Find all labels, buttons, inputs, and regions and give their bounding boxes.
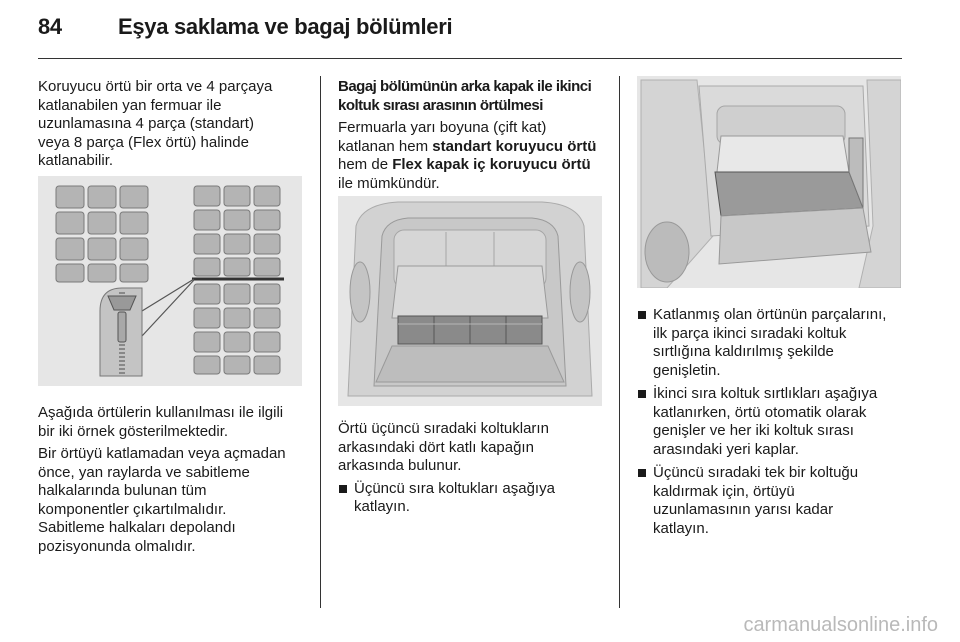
fold-cover-illustration — [38, 176, 302, 386]
example-paragraph: Aşağıda örtülerin kullanılması ile ilgil… — [38, 404, 284, 440]
page-title: Eşya saklama ve bagaj bölümleri — [118, 14, 453, 39]
page-number: 84 — [38, 14, 62, 39]
list-item: Üçüncü sıradaki tek bir koltuğu kaldırma… — [637, 464, 905, 538]
section-heading: Bagaj bölümünün arka kapak ile ikinci ko… — [338, 78, 592, 114]
column-1: Koruyucu örtü bir orta ve 4 parçaya katl… — [38, 78, 308, 175]
step-list-1: Üçüncü sıra koltukları aşağıya katlayın. — [338, 480, 608, 517]
location-paragraph: Örtü üçüncü sıradaki koltukların arkasın… — [338, 420, 549, 474]
trunk-cover-illustration — [637, 76, 901, 288]
intro-paragraph: Koruyucu örtü bir orta ve 4 parçaya katl… — [38, 78, 273, 169]
column-3: Katlanmış olan örtünün parçalarını, ilk … — [637, 306, 905, 543]
column-2: Bagaj bölümünün arka kapak ile ikinci ko… — [338, 78, 608, 197]
section-intro: Fermuarla yarı boyuna (çift kat) katlana… — [338, 119, 597, 192]
column-divider-1 — [320, 76, 321, 608]
bullet-square-icon — [638, 311, 646, 319]
column-1-lower: Aşağıda örtülerin kullanılması ile ilgil… — [38, 404, 308, 560]
list-item: Katlanmış olan örtünün parçalarını, ilk … — [637, 306, 905, 380]
bullet-square-icon — [638, 390, 646, 398]
precaution-paragraph: Bir örtüyü katlamadan veya açmadan önce,… — [38, 445, 286, 555]
bullet-square-icon — [339, 484, 347, 493]
trunk-side-illustration — [637, 76, 901, 288]
watermark: carmanualsonline.info — [743, 614, 938, 636]
step-list-2: Katlanmış olan örtünün parçalarını, ilk … — [637, 306, 905, 538]
zipper-illustration — [55, 185, 284, 377]
column-2-lower: Örtü üçüncü sıradaki koltukların arkasın… — [338, 420, 608, 522]
column-divider-2 — [619, 76, 620, 608]
trunk-rear-illustration — [338, 196, 602, 406]
list-item: İkinci sıra koltuk sırtlıkları aşağıya k… — [637, 385, 905, 459]
list-item: Üçüncü sıra koltukları aşağıya katlayın. — [338, 480, 608, 517]
bullet-square-icon — [638, 469, 646, 477]
header-divider — [38, 58, 902, 59]
trunk-cover-illustration — [347, 201, 593, 397]
